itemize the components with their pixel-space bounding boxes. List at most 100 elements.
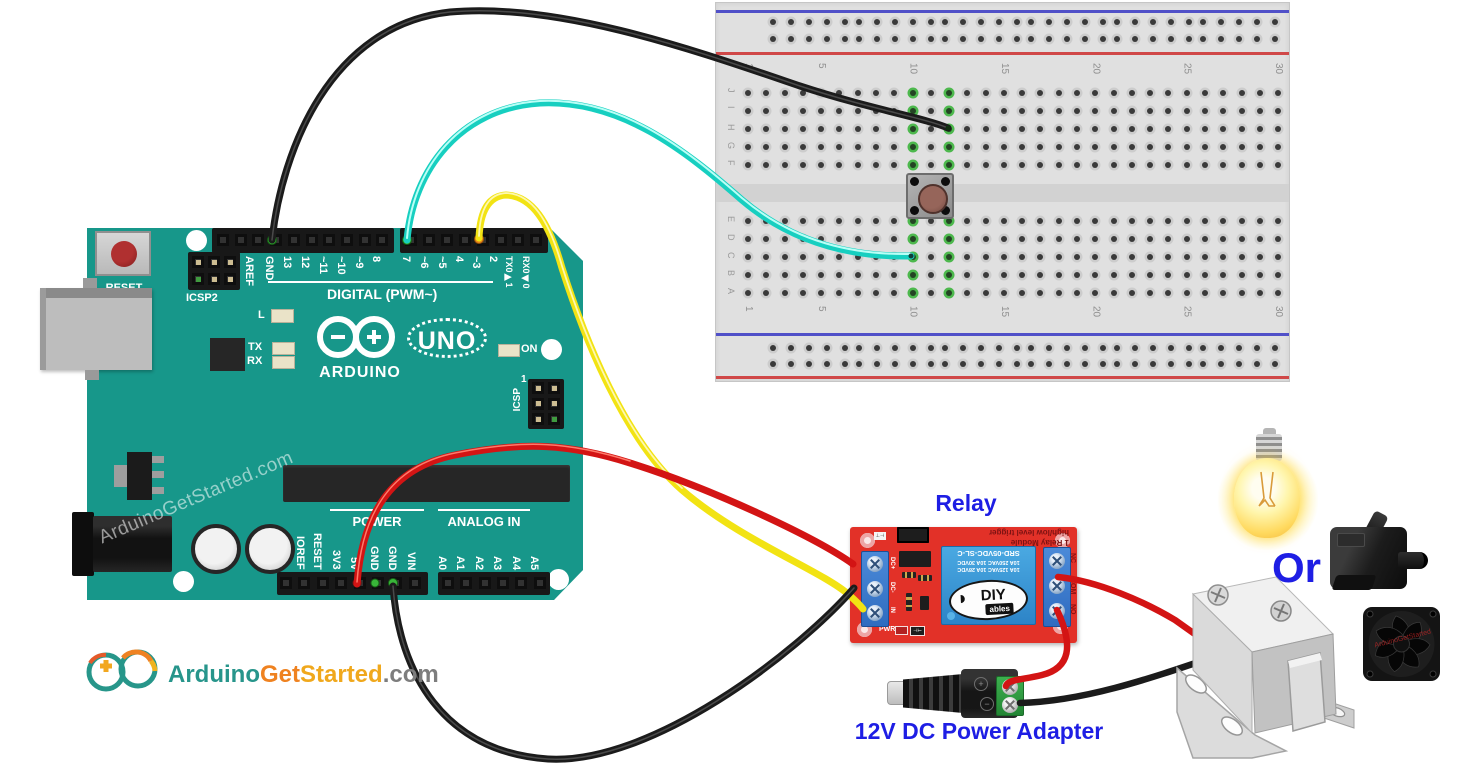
breadboard-hole (1202, 108, 1208, 114)
digital-pin-label: 12 (299, 256, 311, 269)
breadboard-hole (1202, 144, 1208, 150)
breadboard-hole-highlighted (909, 144, 916, 150)
breadboard-rail-hole (910, 19, 916, 25)
breadboard-hole (1128, 290, 1135, 296)
breadboard-hole (891, 218, 898, 224)
breadboard-hole-highlighted (946, 236, 953, 242)
terminal-screw[interactable] (1049, 553, 1065, 569)
breadboard-hole (1037, 290, 1044, 296)
breadboard-rail-hole (1082, 361, 1088, 367)
breadboard-rail-hole (1272, 19, 1278, 25)
digital-pin-label: 7 (400, 256, 412, 263)
terminal-screw[interactable] (867, 581, 883, 597)
breadboard-rail-hole (1028, 36, 1034, 42)
relay-cube-dimple (947, 612, 955, 620)
icsp2-pin (208, 256, 220, 268)
logo-started: Started (300, 661, 383, 688)
reset-button-cap[interactable] (111, 241, 137, 267)
button-cap[interactable] (918, 184, 948, 214)
breadboard-hole (891, 90, 898, 96)
breadboard-hole (1055, 272, 1062, 278)
resistor-icon (906, 593, 912, 611)
breadboard-rail-hole (1114, 36, 1120, 42)
breadboard-rail-hole (1200, 36, 1206, 42)
breadboard-hole (1275, 90, 1282, 96)
breadboard-hole (982, 144, 989, 150)
terminal-screw[interactable] (1049, 603, 1065, 619)
breadboard-hole (799, 126, 806, 132)
breadboard-hole (781, 218, 788, 224)
breadboard-hole (1147, 90, 1154, 96)
terminal-screw[interactable] (1002, 697, 1018, 713)
pin-dot (195, 276, 201, 282)
breadboard-rail-hole (842, 36, 848, 42)
reset-button[interactable] (95, 231, 151, 276)
digital-header-right (400, 228, 548, 253)
breadboard-hole (964, 236, 971, 242)
icsp-pin (548, 382, 560, 394)
breadboard-rail-hole (1132, 36, 1138, 42)
terminal-screw[interactable] (867, 556, 883, 572)
power-pin-label: GND (386, 545, 398, 570)
breadboard-hole (891, 126, 898, 132)
relay-input-terminal-label: DC+ (889, 557, 895, 570)
regulator-leg (152, 456, 164, 463)
terminal-screw[interactable] (1002, 679, 1018, 695)
usb-connector (40, 288, 152, 370)
analog-pin (460, 577, 473, 589)
terminal-screw[interactable] (867, 605, 883, 621)
breadboard-hole-highlighted (946, 254, 953, 260)
breadboard-hole (1238, 218, 1245, 224)
digital-pin (340, 234, 353, 246)
breadboard-hole (1019, 144, 1026, 150)
digital-pin-label: 2 (487, 256, 499, 263)
breadboard-hole (818, 218, 825, 224)
relay-input-terminal-label: IN (889, 607, 895, 613)
power-pin-label: GND (368, 545, 380, 570)
digital-section-line (268, 281, 493, 283)
breadboard-hole (891, 254, 898, 260)
breadboard-hole (1147, 272, 1154, 278)
breadboard-hole (1128, 254, 1135, 260)
breadboard-hole (872, 290, 879, 296)
breadboard-rail-hole (1254, 36, 1260, 42)
breadboard-hole (1183, 144, 1190, 150)
cooling-fan: ArduinoGetStarted (1363, 607, 1440, 681)
breadboard-hole (1275, 126, 1282, 132)
breadboard-hole (1019, 290, 1026, 296)
digital-pin-label: 8 (370, 256, 382, 263)
breadboard-hole (1037, 126, 1044, 132)
button-leg-icon (910, 206, 919, 215)
digital-pin (422, 234, 435, 246)
digital-pin-label: 13 (281, 256, 293, 269)
digital-pin-label: ~9 (353, 256, 365, 269)
bulb-screw-cap (1256, 434, 1282, 461)
icsp2-pin (224, 273, 236, 285)
breadboard-hole (1256, 254, 1263, 260)
push-button[interactable] (906, 173, 954, 219)
pin-dot (535, 385, 541, 391)
breadboard-hole (1074, 162, 1081, 168)
breadboard-hole (1092, 90, 1099, 96)
digital-pin-label: ~11 (317, 256, 329, 275)
breadboard-hole (1275, 272, 1282, 278)
breadboard-rail-hole (1100, 19, 1106, 25)
breadboard-hole (781, 90, 788, 96)
terminal-screw[interactable] (1049, 578, 1065, 594)
breadboard-hole (891, 290, 898, 296)
digital-pin-label: 4 (453, 256, 465, 263)
breadboard-rail-hole (1132, 345, 1138, 351)
breadboard-hole (1275, 236, 1282, 242)
relay-cube-text-line: SRD-05VDC-SL-C (957, 549, 1020, 559)
bulb-cap-tip (1263, 428, 1276, 436)
breadboard-hole-highlighted (909, 272, 916, 278)
breadboard-rail-hole (1114, 19, 1120, 25)
trigger-jumper[interactable] (897, 527, 929, 543)
breadboard-hole (1092, 236, 1099, 242)
breadboard-hole (1165, 290, 1172, 296)
breadboard-rail-hole (996, 345, 1002, 351)
breadboard-column-number: 5 (816, 306, 828, 312)
pin-dot (551, 416, 557, 422)
breadboard-hole (1220, 254, 1227, 260)
breadboard-rail-hole (1082, 36, 1088, 42)
